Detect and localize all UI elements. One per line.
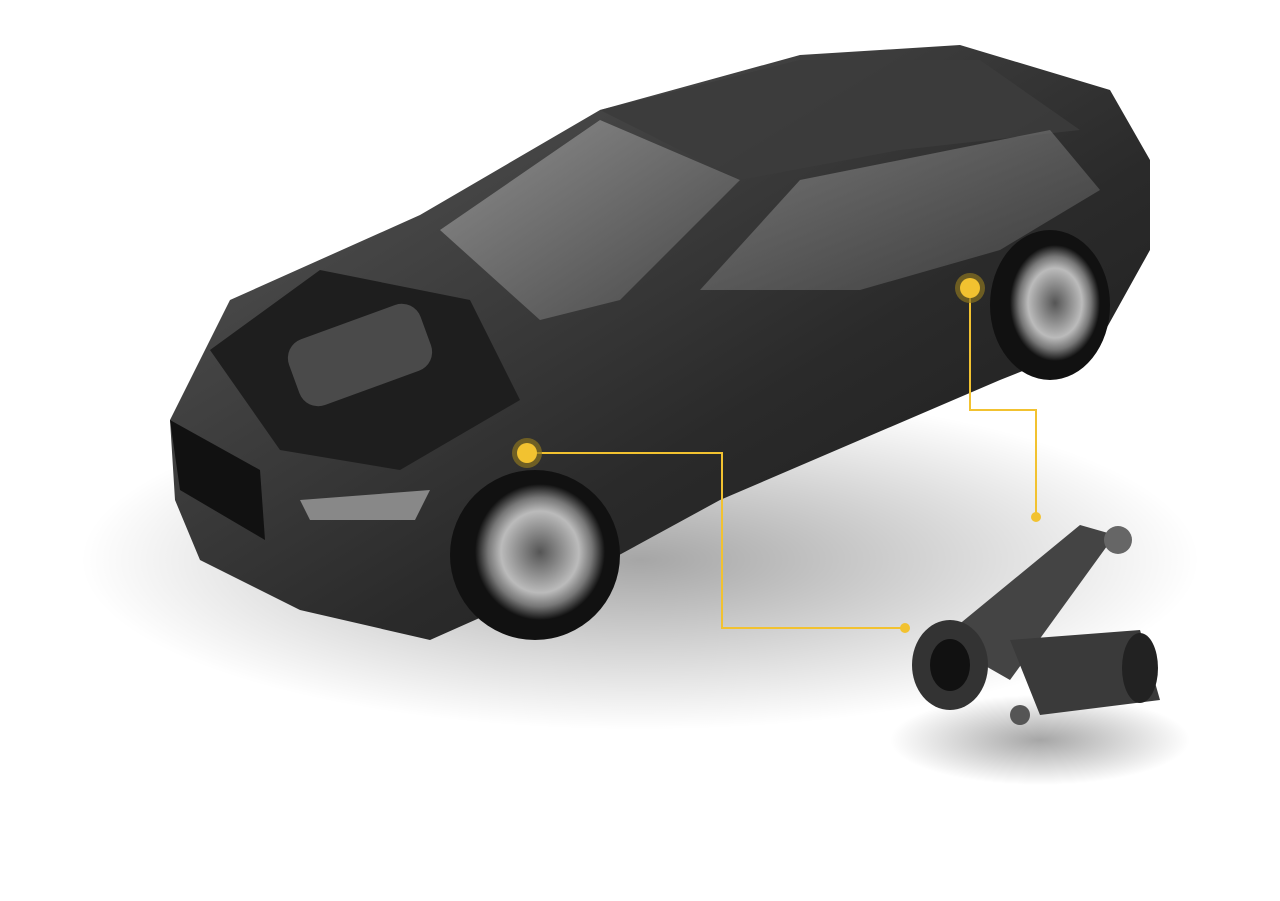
callout-front-line: [527, 452, 905, 629]
headlight: [300, 490, 430, 520]
height-level-sensor: [912, 525, 1160, 725]
side-windows: [700, 130, 1100, 290]
sensor-connector: [1010, 630, 1160, 715]
callout-rear: [955, 273, 1041, 522]
callout-front-dot[interactable]: [517, 443, 537, 463]
front-grille: [170, 420, 265, 540]
callout-rear-dot[interactable]: [960, 278, 980, 298]
sensor-ball-joint: [1104, 526, 1132, 554]
front-wheel: [450, 470, 620, 640]
rear-wheel: [990, 230, 1110, 380]
car: [170, 45, 1150, 640]
callout-rear-end-dot: [1031, 512, 1041, 522]
callout-front: [512, 438, 910, 633]
engine-cover: [287, 303, 433, 407]
windshield: [440, 120, 740, 320]
callout-rear-line: [969, 288, 1037, 517]
sensor-arm: [940, 525, 1115, 680]
roof-glass: [600, 60, 1080, 180]
part-shadow: [890, 695, 1190, 785]
callout-front-end-dot: [900, 623, 910, 633]
